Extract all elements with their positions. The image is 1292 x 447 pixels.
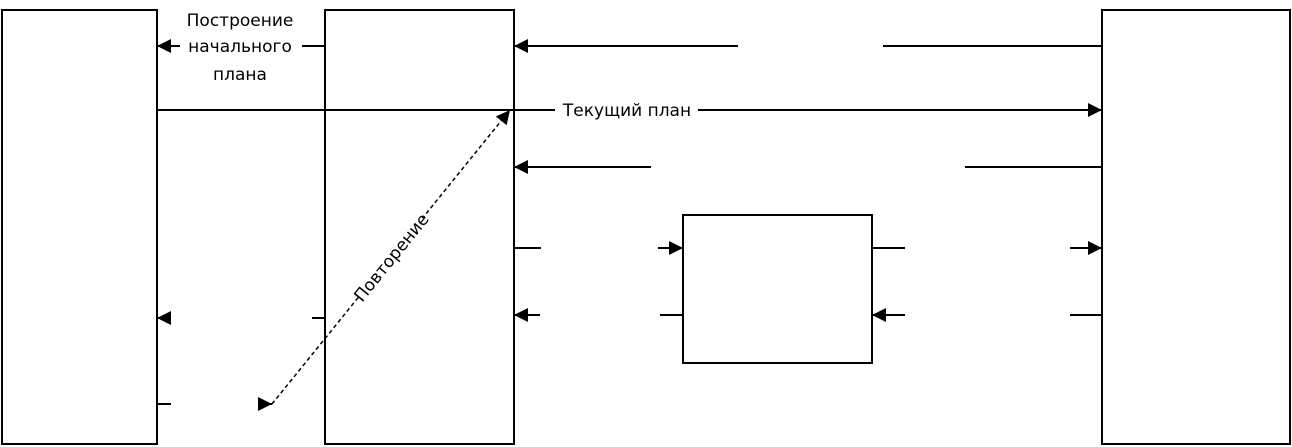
block-middle: [324, 9, 515, 445]
repeat-label: Повторение: [350, 210, 433, 306]
initial-plan-label-3: плана: [213, 65, 267, 85]
label-bg: [180, 34, 302, 58]
block-right: [1101, 9, 1291, 445]
initial-plan-label-2: начального: [188, 37, 292, 57]
initial-plan-label-1: Построение: [187, 11, 294, 31]
block-left: [1, 9, 158, 445]
block-inner: [682, 214, 873, 364]
current-plan-label: Текущий план: [562, 101, 691, 121]
label-bg: [351, 212, 431, 303]
